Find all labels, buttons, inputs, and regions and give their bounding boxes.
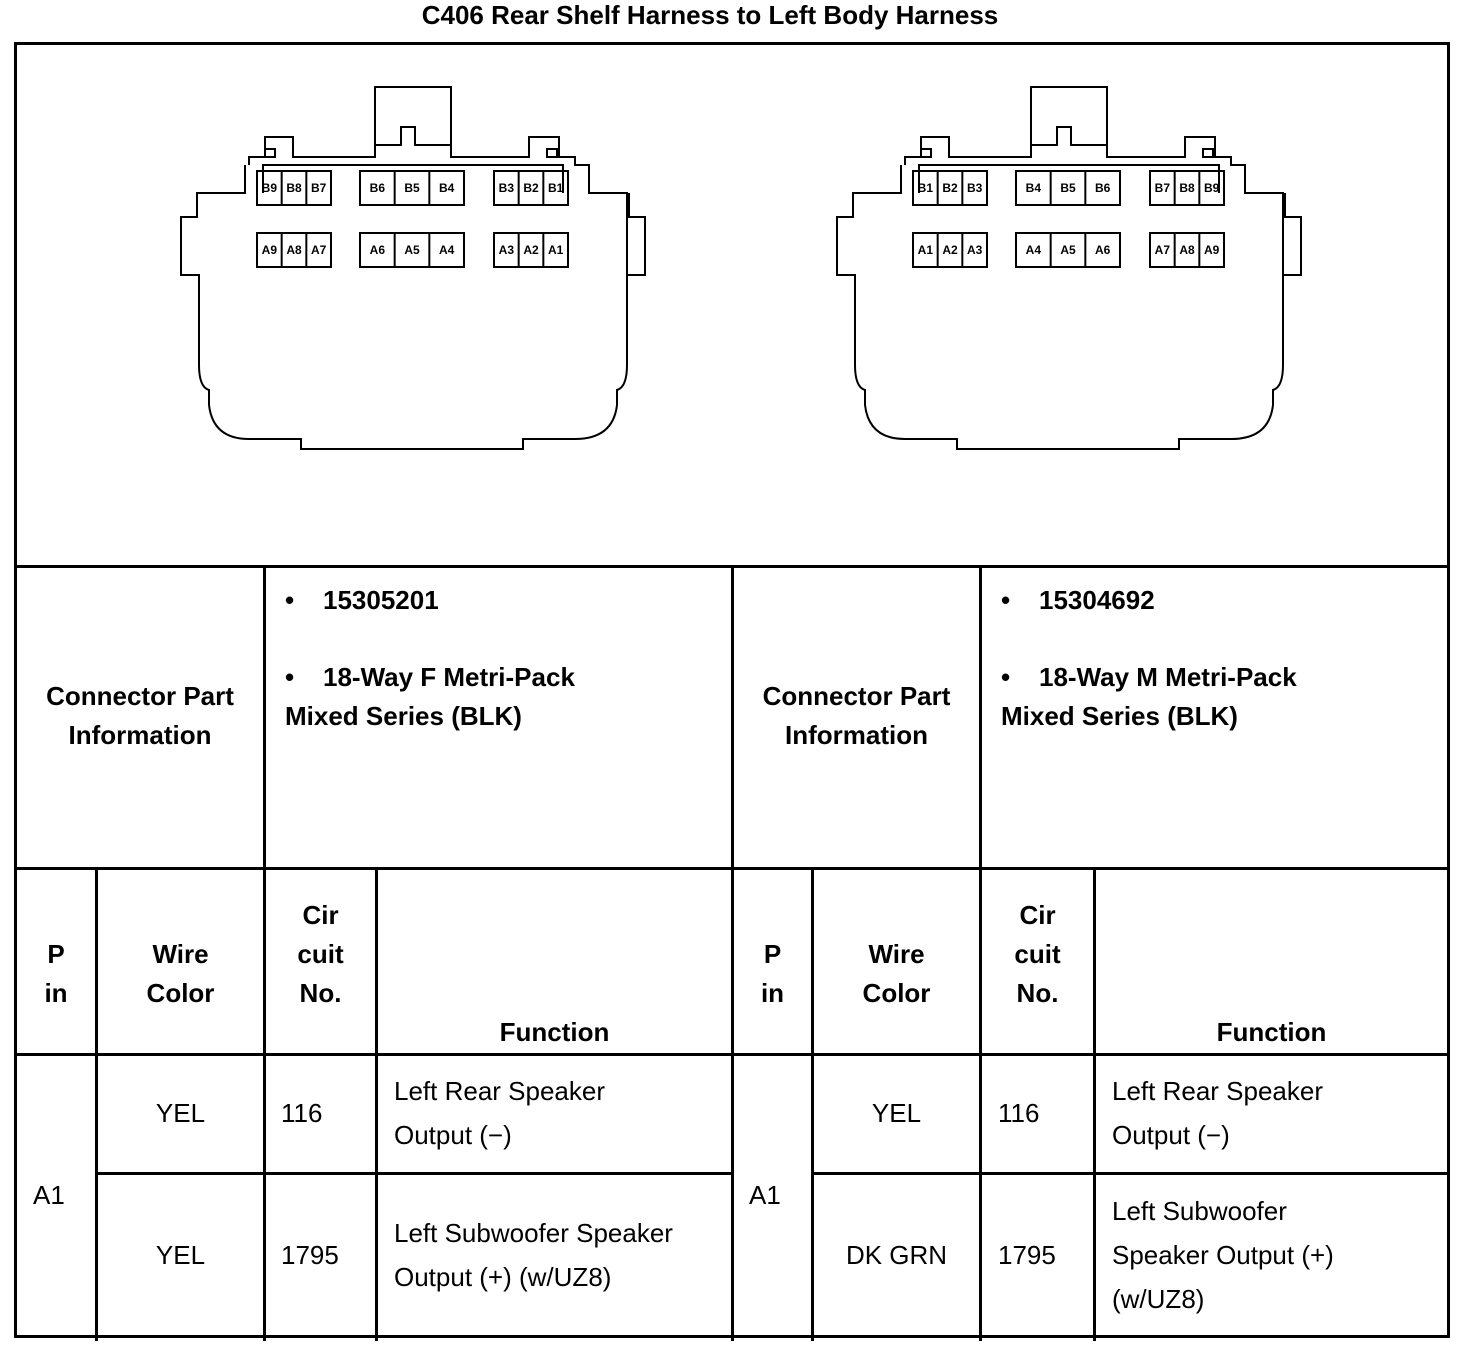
pin-block-left-b1	[256, 170, 332, 206]
header-function-right: Function	[1216, 1017, 1327, 1047]
latch-left	[375, 126, 451, 146]
pin-label-right-a7: A7	[1155, 243, 1171, 257]
pin-label-right-a3: A3	[967, 243, 983, 257]
pin-label-left-b2: B2	[523, 181, 539, 195]
pin-label-left-a3: A3	[499, 243, 515, 257]
slot-left-left	[264, 148, 276, 158]
pin-label-left-b1: B1	[548, 181, 564, 195]
pin-block-left-a1	[256, 232, 332, 268]
connector-shroud-right	[918, 164, 1220, 193]
pin-label-left-a9: A9	[262, 243, 278, 257]
pin-label-left-b6: B6	[370, 181, 386, 195]
wire-color-right-row2: DK GRN	[845, 1240, 948, 1270]
part-info-right: • 15304692 • 18-Way M Metri-Pack Mixed S…	[1001, 585, 1297, 731]
pin-label-right-a1: A1	[918, 243, 934, 257]
pin-label-right-b4: B4	[1026, 181, 1042, 195]
pin-block-left-a2	[359, 232, 465, 268]
slot-right-right	[1202, 148, 1214, 158]
wire-color-left-row2: YEL	[155, 1240, 206, 1270]
pin-label-right-b3: B3	[967, 181, 983, 195]
pin-block-right-b3	[1149, 170, 1225, 206]
pin-label-right-b8: B8	[1179, 181, 1195, 195]
circuit-left-row2: 1795	[281, 1240, 339, 1270]
pin-label-right-a8: A8	[1179, 243, 1195, 257]
pin-block-left-a3	[493, 232, 569, 268]
pin-label-left-b4: B4	[439, 181, 455, 195]
pin-label-right-b5: B5	[1060, 181, 1076, 195]
pin-block-left-b2	[359, 170, 465, 206]
pin-label-left-b9: B9	[262, 181, 278, 195]
circuit-right-row2: 1795	[998, 1240, 1056, 1270]
pin-label-right-b7: B7	[1155, 181, 1171, 195]
pin-label-left-b5: B5	[404, 181, 420, 195]
wire-color-left-row1: YEL	[155, 1098, 206, 1128]
connector-info-label-right: Connector Part Information	[762, 681, 951, 750]
pin-label-left-a4: A4	[439, 243, 455, 257]
pin-value-left: A1	[33, 1180, 65, 1210]
pin-label-right-a2: A2	[942, 243, 958, 257]
pin-block-right-b1	[912, 170, 988, 206]
pin-label-left-a8: A8	[286, 243, 302, 257]
pin-label-left-a2: A2	[523, 243, 539, 257]
pin-label-right-b2: B2	[942, 181, 958, 195]
latch-right	[1031, 126, 1107, 146]
pin-label-right-b6: B6	[1095, 181, 1111, 195]
part-number-right: 15304692	[1039, 585, 1155, 615]
connector-outline-right	[836, 86, 1302, 450]
pin-label-left-b8: B8	[286, 181, 302, 195]
pin-label-right-a5: A5	[1060, 243, 1076, 257]
pin-block-right-b2	[1015, 170, 1121, 206]
page-title: C406 Rear Shelf Harness to Left Body Har…	[421, 0, 999, 30]
pin-label-left-a7: A7	[311, 243, 327, 257]
connector-outline-left	[180, 86, 646, 450]
pin-label-right-b1: B1	[918, 181, 934, 195]
circuit-left-row1: 116	[281, 1098, 323, 1128]
pin-label-right-a9: A9	[1204, 243, 1220, 257]
pin-block-right-a3	[1149, 232, 1225, 268]
pin-label-left-b7: B7	[311, 181, 327, 195]
circuit-right-row1: 116	[998, 1098, 1040, 1128]
pin-value-right: A1	[749, 1180, 781, 1210]
pin-label-right-a4: A4	[1026, 243, 1042, 257]
part-number-left: 15305201	[323, 585, 439, 615]
slot-right-left	[546, 148, 558, 158]
slot-left-right	[920, 148, 932, 158]
connector-shroud-left	[262, 164, 564, 193]
pin-label-right-a6: A6	[1095, 243, 1111, 257]
part-info-left: • 15305201 • 18-Way F Metri-Pack Mixed S…	[285, 585, 575, 731]
wire-color-right-row1: YEL	[871, 1098, 922, 1128]
connector-info-label-left: Connector Part Information	[46, 681, 234, 750]
pin-label-left-a6: A6	[370, 243, 386, 257]
pin-block-right-a1	[912, 232, 988, 268]
pin-block-right-a2	[1015, 232, 1121, 268]
part-description-right: 18-Way M Metri-Pack	[1039, 662, 1297, 692]
pin-label-left-a5: A5	[404, 243, 420, 257]
pin-block-left-b3	[493, 170, 569, 206]
pin-label-right-b9: B9	[1204, 181, 1220, 195]
pin-label-left-b3: B3	[499, 181, 515, 195]
part-description-left: 18-Way F Metri-Pack	[323, 662, 575, 692]
half-divider	[731, 565, 734, 1341]
pin-label-left-a1: A1	[548, 243, 564, 257]
header-function-left: Function	[499, 1017, 610, 1047]
